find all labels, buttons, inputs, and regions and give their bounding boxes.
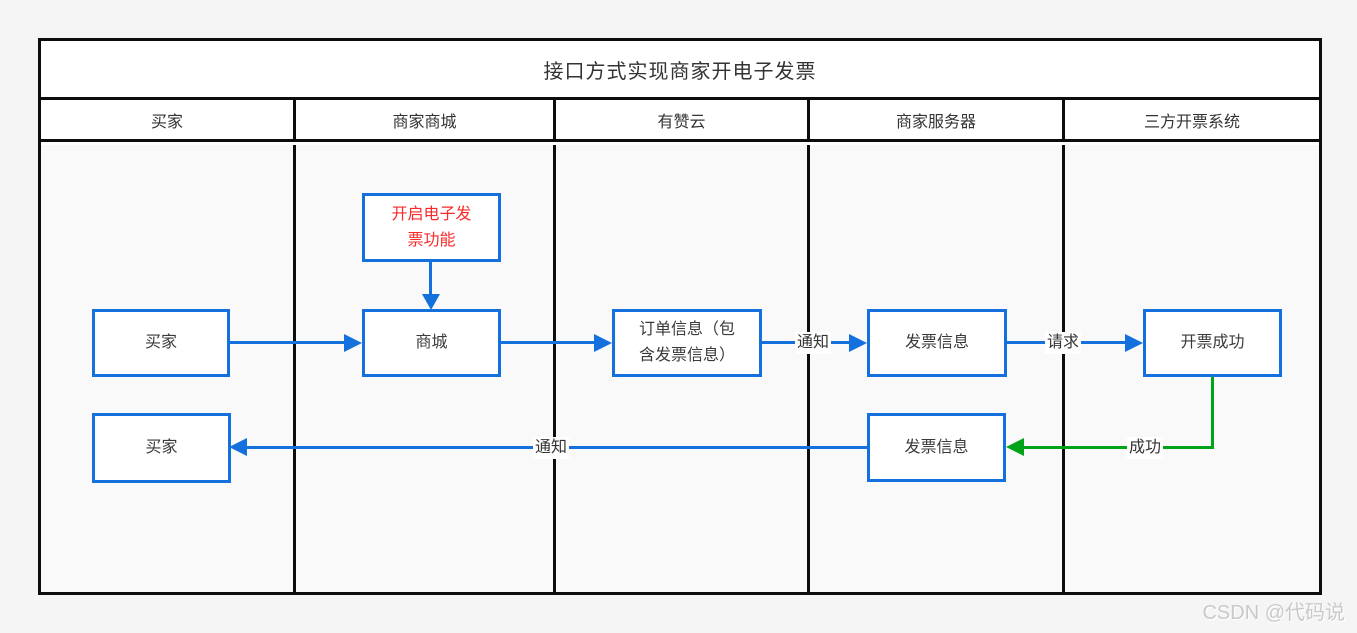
edge-buyer-to-mall-line <box>230 341 346 344</box>
edge-label-request: 请求 <box>1044 332 1082 354</box>
edge-mall-to-order-line <box>501 341 596 344</box>
swimlane-table: 接口方式实现商家开电子发票 买家 商家商城 有赞云 商家服务器 三方开票系统 <box>38 38 1322 595</box>
node-mall: 商城 <box>362 309 501 377</box>
lane-header-youzan-cloud: 有赞云 <box>553 100 807 139</box>
edge-note-to-mall-line <box>429 262 432 296</box>
node-invoice-info-top: 发票信息 <box>867 309 1007 377</box>
lane-header-row: 买家 商家商城 有赞云 商家服务器 三方开票系统 <box>41 97 1319 142</box>
edge-note-to-mall-arrowhead-icon <box>422 294 440 310</box>
edge-label-notify-top: 通知 <box>794 332 832 354</box>
node-buyer-bottom: 买家 <box>92 413 231 483</box>
node-invoice-info-bottom: 发票信息 <box>867 413 1006 482</box>
diagram-title: 接口方式实现商家开电子发票 <box>543 60 817 83</box>
csdn-watermark: CSDN @代码说 <box>1202 602 1345 624</box>
lane-body-merchant-server <box>807 145 1062 592</box>
lane-header-buyer: 买家 <box>150 113 183 131</box>
lane-body-third-party-invoicing <box>1062 145 1319 592</box>
lane-body-youzan-cloud <box>553 145 807 592</box>
edge-invoice-to-buyer-arrowhead-icon <box>229 438 247 456</box>
lane-body-merchant-mall <box>293 145 553 592</box>
edge-success-horizontal-line <box>1022 446 1214 449</box>
edge-invoice-to-success-arrowhead-icon <box>1125 334 1143 352</box>
edge-buyer-to-mall-arrowhead-icon <box>344 334 362 352</box>
edge-success-arrowhead-icon <box>1006 438 1024 456</box>
node-enable-einvoice-note: 开启电子发 票功能 <box>362 193 501 262</box>
node-invoice-success: 开票成功 <box>1143 309 1282 377</box>
lane-header-merchant-mall: 商家商城 <box>293 100 553 139</box>
node-order-info: 订单信息（包 含发票信息） <box>612 309 762 377</box>
edge-mall-to-order-arrowhead-icon <box>594 334 612 352</box>
diagram-title-bar: 接口方式实现商家开电子发票 <box>41 41 1319 97</box>
node-buyer-top: 买家 <box>92 309 230 377</box>
edge-label-notify-bottom: 通知 <box>532 437 570 459</box>
lane-header-merchant-server: 商家服务器 <box>807 100 1062 139</box>
edge-success-down-line <box>1211 377 1214 449</box>
edge-order-to-invoice-arrowhead-icon <box>849 334 867 352</box>
edge-label-success: 成功 <box>1126 437 1164 459</box>
lane-header-third-party-invoicing: 三方开票系统 <box>1062 100 1319 139</box>
